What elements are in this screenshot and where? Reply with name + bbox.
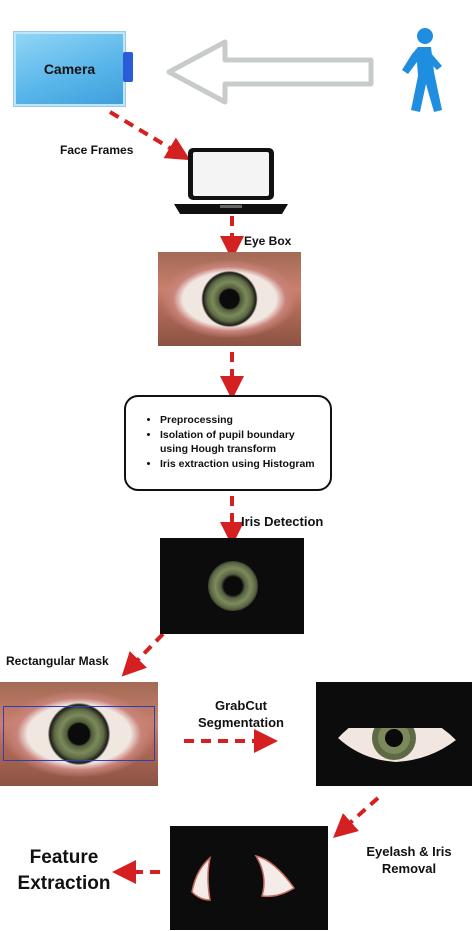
segmented-eye [338,709,456,762]
camera-lens-icon [123,52,133,82]
arrow-camera-to-laptop [108,110,191,161]
camera-box: Camera [14,32,125,106]
process-step: Iris extraction using Histogram [160,457,322,472]
process-step: Isolation of pupil boundary using Hough … [160,428,322,457]
process-step: Preprocessing [160,413,322,428]
process-steps-list: Preprocessing Isolation of pupil boundar… [126,397,330,471]
process-steps-box: Preprocessing Isolation of pupil boundar… [124,395,332,491]
iris-detection-photo [160,538,304,634]
eyelash-removal-label: Eyelash & Iris Removal [346,843,472,877]
feature-label-line1: Feature [29,847,99,868]
feature-label-line2: Extraction [17,873,111,894]
iris-detection-label: Iris Detection [241,514,324,529]
outline-left-arrow [166,39,374,105]
walking-person-icon [402,28,442,112]
laptop-icon [174,148,288,214]
camera-label: Camera [43,61,96,77]
arrow-grabcut-to-removal [333,796,380,838]
eyelash-removal-photo [170,826,328,930]
eye-box-label: Eye Box [244,234,292,248]
mask-rectangle [3,706,155,761]
arrow-iris-to-mask [121,632,165,677]
grabcut-photo [316,682,472,786]
grabcut-label: GrabCut Segmentation [186,697,296,731]
rectangular-mask-photo [0,682,158,786]
grabcut-label-line2: Segmentation [198,715,284,730]
eyelash-label-line1: Eyelash & Iris [366,844,452,859]
eye-box-photo [158,252,301,346]
feature-extraction-label: Feature Extraction [4,845,124,897]
eyelash-label-line2: Removal [381,861,437,876]
sclera-regions [191,854,296,901]
face-frames-label: Face Frames [60,143,134,157]
detected-iris [208,561,258,611]
rectangular-mask-label: Rectangular Mask [6,654,109,668]
grabcut-label-line1: GrabCut [215,698,267,713]
